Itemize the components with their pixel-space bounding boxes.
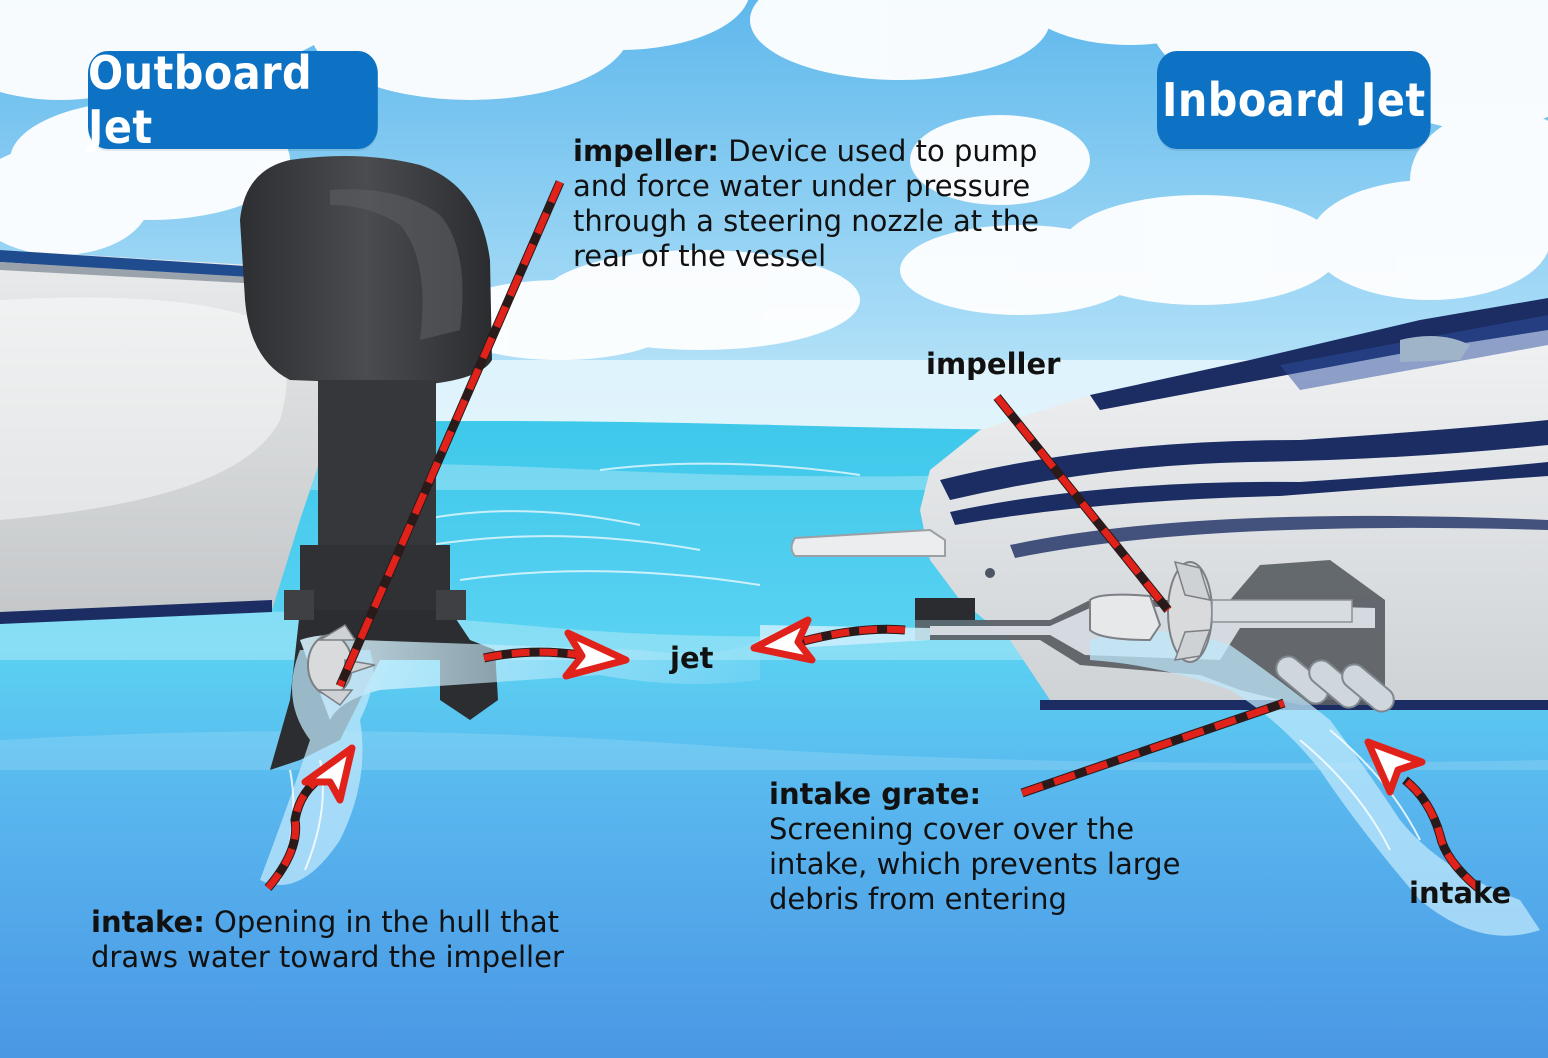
term-intake-grate: intake grate: — [769, 777, 982, 811]
label-intake-grate: intake grate:Screening cover over the in… — [769, 777, 1239, 917]
clouds — [0, 0, 1548, 360]
water-ripples — [419, 462, 861, 586]
label-intake-outboard: intake: Opening in the hull that draws w… — [91, 905, 651, 975]
label-impeller-outboard: impeller: Device used to pump and force … — [573, 134, 1093, 274]
intake-grate-bars — [1275, 655, 1395, 713]
jet-arrow-outboard — [483, 629, 630, 680]
description-intake: Opening in the hull that draws water tow… — [91, 905, 564, 974]
jet-arrow-inboard — [750, 616, 906, 664]
inboard-impeller — [1089, 560, 1353, 663]
label-jet: jet — [670, 641, 714, 675]
term-intake: intake: — [91, 905, 205, 939]
label-intake-inboard: intake — [1409, 876, 1512, 910]
label-impeller-inboard: impeller — [926, 347, 1061, 381]
inboard-boat-hull — [920, 298, 1548, 710]
leader-lines — [335, 180, 1286, 798]
term-impeller: impeller: — [573, 134, 720, 168]
description-impeller: Device used to pump and force water unde… — [573, 134, 1039, 273]
intake-arrow-inboard — [1364, 738, 1481, 892]
title-outboard-jet: Outboard Jet — [88, 46, 378, 154]
outboard-boat-hull — [0, 250, 360, 624]
inboard-swim-platform — [790, 528, 975, 620]
description-intake-grate: Screening cover over the intake, which p… — [769, 812, 1181, 916]
title-inboard-jet: Inboard Jet — [1157, 51, 1431, 149]
intake-arrow-outboard — [264, 744, 356, 891]
